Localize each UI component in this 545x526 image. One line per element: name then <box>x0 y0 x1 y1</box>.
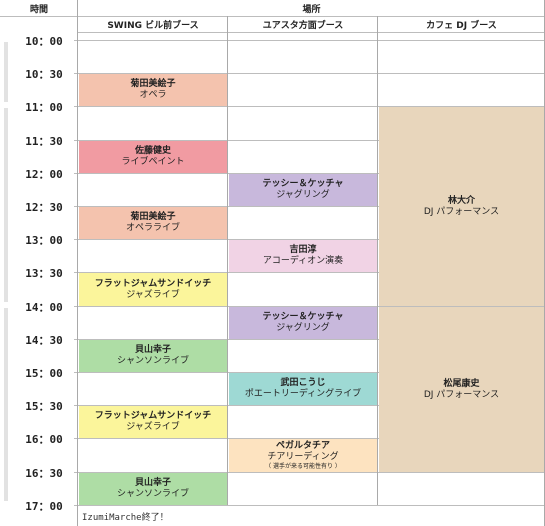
performance-type: オペラライブ <box>125 223 180 233</box>
performer-name: テッシー＆ケッチャ <box>262 312 344 323</box>
timeline-bar-2 <box>4 308 8 501</box>
performance-type: アコーディオン演奏 <box>262 256 344 266</box>
time-label: 16：00 <box>25 433 63 446</box>
time-label: 16：30 <box>25 467 63 480</box>
event-block: 菊田美絵子オペラ <box>79 74 227 106</box>
grid-line-slot <box>74 73 545 74</box>
event-block: テッシー＆ケッチャジャグリング <box>229 307 377 339</box>
time-column-header: 時間 <box>29 4 48 15</box>
performance-type: チアリーディング <box>267 451 339 462</box>
grid-line-slot <box>74 505 545 506</box>
event-block: 佐藤健史ライブペイント <box>79 141 227 173</box>
event-block: フラットジャムサンドイッチジャズライブ <box>79 406 227 438</box>
time-label: 12：30 <box>25 201 63 214</box>
time-label: 14：30 <box>25 334 63 347</box>
grid-line-slot <box>74 306 545 307</box>
timeline-bar-1 <box>4 108 8 302</box>
performance-type: ジャズライブ <box>126 289 180 300</box>
grid-line-slot <box>74 438 545 439</box>
grid-line-slot <box>74 239 545 240</box>
performer-name: 佐藤健史 <box>134 146 171 157</box>
performance-type: シャンソンライブ <box>116 356 189 366</box>
event-block: 武田こうじポエートリーディングライブ <box>229 373 377 405</box>
performer-name: 武田こうじ <box>280 378 326 389</box>
event-block: フラットジャムサンドイッチジャズライブ <box>79 273 227 306</box>
closing-note: IzumiMarche終了！ <box>82 513 169 523</box>
performance-type: シャンソンライブ <box>116 489 189 499</box>
time-label: 13：30 <box>25 267 63 280</box>
time-label: 17：00 <box>25 500 63 513</box>
grid-column-line-1 <box>227 16 228 505</box>
grid-line-slot <box>74 405 545 406</box>
place-column-header: 場所 <box>302 4 321 15</box>
event-block: 菊田美絵子オペラライブ <box>79 207 227 239</box>
venue-header-cafe-dj: カフェ DJ ブース <box>426 21 497 31</box>
performer-name: 吉田淳 <box>289 245 317 256</box>
time-label: 10：30 <box>25 68 63 81</box>
performance-type: DJ パフォーマンス <box>423 206 500 217</box>
performer-name: 菊田美絵子 <box>130 212 176 223</box>
grid-line-slot <box>74 173 545 174</box>
performance-type: ライブペイント <box>121 157 185 167</box>
event-note: （ 選手が来る可能性有り ） <box>265 462 341 470</box>
time-label: 15：30 <box>25 400 63 413</box>
time-label: 15：00 <box>25 367 63 380</box>
event-block: 貝山幸子シャンソンライブ <box>79 473 227 505</box>
grid-column-line-0 <box>77 0 78 526</box>
performer-name: 松尾康史 <box>443 378 480 389</box>
grid-line-slot <box>74 40 545 41</box>
event-block: ペガルタチアチアリーディング（ 選手が来る可能性有り ） <box>229 439 377 472</box>
performer-name: 菊田美絵子 <box>130 79 176 90</box>
time-label: 14：00 <box>25 301 63 314</box>
performer-name: フラットジャムサンドイッチ <box>94 411 212 422</box>
performer-name: 貝山幸子 <box>134 478 171 489</box>
time-label: 11：00 <box>25 101 63 114</box>
performance-type: ジャズライブ <box>126 422 180 432</box>
grid-line-slot <box>74 472 545 473</box>
performance-type: DJ パフォーマンス <box>423 389 500 400</box>
time-label: 13：00 <box>25 234 63 247</box>
timeline-bar-0 <box>4 42 8 102</box>
event-block: テッシー＆ケッチャジャグリング <box>229 174 377 206</box>
performance-type: ジャグリング <box>276 190 330 200</box>
grid-line-slot <box>74 372 545 373</box>
grid-line-slot <box>74 272 545 273</box>
grid-column-line-2 <box>377 16 378 505</box>
performer-name: 林大介 <box>447 195 475 206</box>
time-label: 12：00 <box>25 168 63 181</box>
performance-type: ジャグリング <box>276 323 330 333</box>
grid-line-header <box>0 16 545 17</box>
performer-name: 貝山幸子 <box>134 345 171 356</box>
performer-name: テッシー＆ケッチャ <box>262 179 344 190</box>
event-block: 貝山幸子シャンソンライブ <box>79 340 227 372</box>
event-block: 吉田淳アコーディオン演奏 <box>229 240 377 272</box>
grid-line-slot <box>74 140 545 141</box>
grid-line-venue <box>78 32 545 33</box>
venue-header-swing: SWING ビル前ブース <box>107 21 199 31</box>
performance-type: ポエートリーディングライブ <box>244 389 362 399</box>
venue-header-yuasuta: ユアスタ方面ブース <box>262 21 344 31</box>
grid-line-slot <box>74 339 545 340</box>
performer-name: フラットジャムサンドイッチ <box>94 278 212 289</box>
time-label: 11：30 <box>25 135 63 148</box>
time-label: 10：00 <box>25 35 63 48</box>
grid-line-slot <box>74 206 545 207</box>
grid-line-slot <box>74 106 545 107</box>
performance-type: オペラ <box>139 90 167 100</box>
performer-name: ペガルタチア <box>275 441 330 452</box>
